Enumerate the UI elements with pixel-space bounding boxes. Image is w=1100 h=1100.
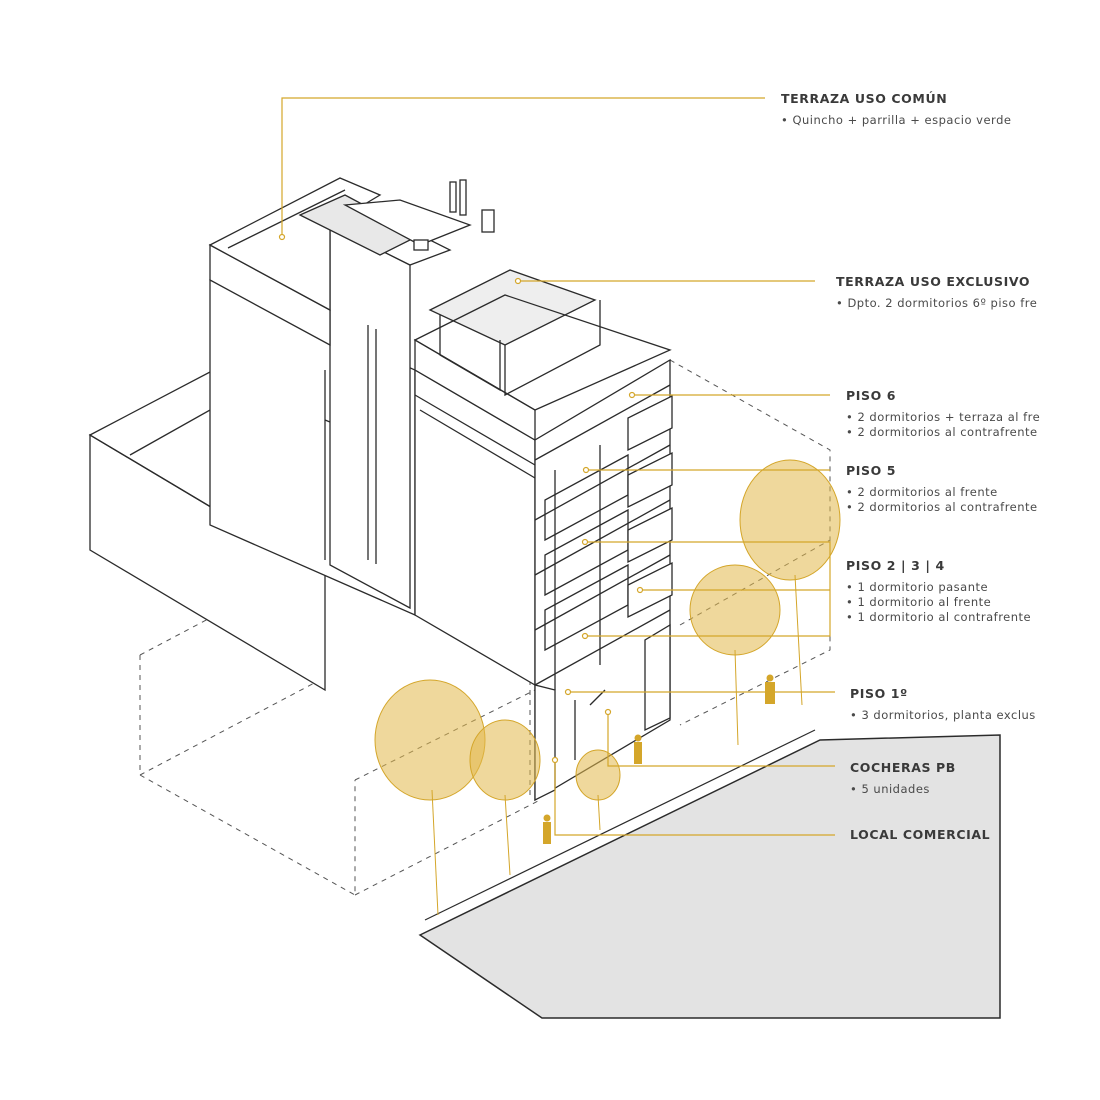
callout-detail: • 5 unidades <box>850 782 930 796</box>
callout-local-comercial: LOCAL COMERCIAL <box>850 827 1050 842</box>
street-trees <box>374 459 841 916</box>
callout-title: LOCAL COMERCIAL <box>850 827 991 842</box>
callout-piso-5: PISO 5 • 2 dormitorios al frente • 2 dor… <box>846 463 1038 515</box>
street-pavement <box>418 734 1001 1019</box>
callout-detail: • 1 dormitorio pasante • 1 dormitorio al… <box>846 580 1032 625</box>
callout-detail: • Quincho + parrilla + espacio verde <box>781 113 1012 127</box>
callout-piso-2-3-4: PISO 2 | 3 | 4 • 1 dormitorio pasante • … <box>846 558 1032 625</box>
callout-title: PISO 1º <box>850 686 908 701</box>
callout-detail-line: • 1 dormitorio al frente <box>846 595 992 609</box>
callout-terraza-exclusivo: TERRAZA USO EXCLUSIVO • Dpto. 2 dormitor… <box>836 274 1038 311</box>
callout-detail-line: • 2 dormitorios al contrafrente <box>846 500 1038 514</box>
callout-title: PISO 5 <box>846 463 897 478</box>
callout-title: PISO 2 | 3 | 4 <box>846 558 945 573</box>
callout-terraza-comun: TERRAZA USO COMÚN • Quincho + parrilla +… <box>781 91 1081 128</box>
callout-detail-line: • 1 dormitorio al contrafrente <box>846 610 1032 624</box>
callout-detail: • 2 dormitorios al frente • 2 dormitorio… <box>846 485 1038 515</box>
curb-line <box>424 729 816 921</box>
callout-detail-line: • 1 dormitorio pasante <box>846 580 989 594</box>
callout-cocheras: COCHERAS PB • 5 unidades <box>850 760 1030 797</box>
callout-leaders <box>281 97 835 836</box>
callout-piso-1: PISO 1º • 3 dormitorios, planta exclus <box>850 686 1036 723</box>
callout-detail: • 2 dormitorios + terraza al fre • 2 dor… <box>846 410 1041 440</box>
callout-title: COCHERAS PB <box>850 760 956 775</box>
callout-detail: • 3 dormitorios, planta exclus <box>850 708 1036 722</box>
callout-title: PISO 6 <box>846 388 897 403</box>
callout-detail-line: • 2 dormitorios al contrafrente <box>846 425 1038 439</box>
callout-piso-6: PISO 6 • 2 dormitorios + terraza al fre … <box>846 388 1041 440</box>
people-silhouettes <box>543 674 775 844</box>
callout-anchor-dots <box>278 233 644 764</box>
callout-detail-line: • 2 dormitorios al frente <box>846 485 998 499</box>
callout-detail: • Dpto. 2 dormitorios 6º piso fre <box>836 296 1038 310</box>
callout-title: TERRAZA USO COMÚN <box>781 91 948 106</box>
callout-title: TERRAZA USO EXCLUSIVO <box>836 274 1031 289</box>
callout-detail-line: • 2 dormitorios + terraza al fre <box>846 410 1041 424</box>
